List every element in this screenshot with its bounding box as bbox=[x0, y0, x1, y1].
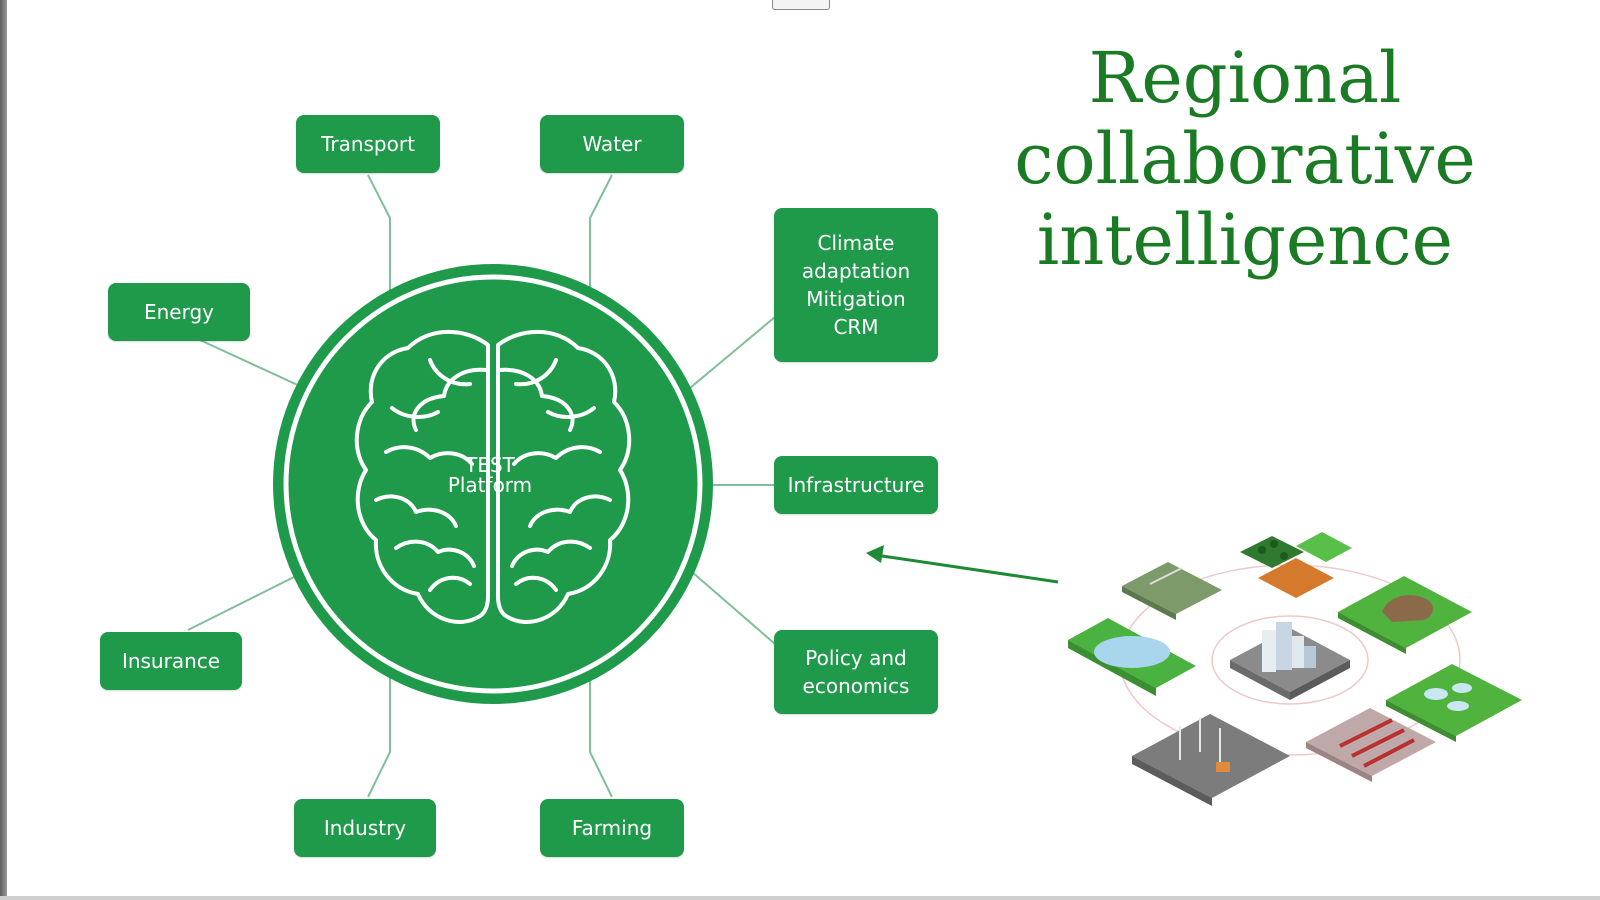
connector-transport bbox=[367, 174, 391, 300]
connector-energy bbox=[199, 339, 303, 388]
arrow-shaft bbox=[881, 554, 1059, 584]
arrow bbox=[866, 545, 1059, 584]
connector-insurance bbox=[187, 575, 297, 631]
tile-orchard bbox=[1240, 536, 1304, 568]
connector-industry bbox=[367, 668, 391, 798]
title-line1: Regional bbox=[1088, 37, 1402, 119]
node-policy: Policy and economics bbox=[774, 630, 938, 714]
tile-crop-field bbox=[1258, 532, 1352, 598]
connector-water bbox=[589, 174, 613, 300]
connector-farming bbox=[589, 668, 613, 798]
window-left-edge bbox=[0, 0, 7, 900]
node-water: Water bbox=[540, 115, 684, 173]
page-title: Regional collaborative intelligence bbox=[1000, 38, 1490, 281]
regional-landscape-illustration bbox=[1068, 532, 1522, 806]
tile-power-lines bbox=[1122, 562, 1222, 620]
node-insurance: Insurance bbox=[100, 632, 242, 690]
node-energy: Energy bbox=[108, 283, 250, 341]
tile-rock bbox=[1338, 576, 1472, 654]
arrow-head bbox=[866, 545, 884, 563]
node-climate: Climate adaptation Mitigation CRM bbox=[774, 208, 938, 362]
tile-solar-farm bbox=[1306, 708, 1436, 782]
node-infrastructure: Infrastructure bbox=[774, 456, 938, 514]
node-farming: Farming bbox=[540, 799, 684, 857]
title-line2: collaborative bbox=[1014, 118, 1476, 200]
window-bottom-edge bbox=[0, 896, 1600, 900]
node-industry: Industry bbox=[294, 799, 436, 857]
window-top-handle[interactable] bbox=[772, 0, 830, 10]
tile-ponds bbox=[1386, 664, 1522, 742]
tile-wind-farm bbox=[1132, 714, 1290, 806]
title-line3: intelligence bbox=[1036, 199, 1454, 281]
tile-city bbox=[1230, 622, 1350, 700]
center-circle-ring bbox=[283, 274, 703, 694]
brain-icon bbox=[354, 329, 632, 624]
connector-policy bbox=[691, 571, 776, 645]
tile-lake bbox=[1068, 618, 1196, 696]
connectors bbox=[187, 174, 776, 798]
center-label-line2: Platform bbox=[447, 473, 533, 497]
center-label-line1: TEST bbox=[465, 453, 515, 477]
center-circle bbox=[273, 264, 713, 704]
center-label: TEST Platform bbox=[420, 455, 560, 495]
connector-climate bbox=[689, 316, 776, 389]
node-transport: Transport bbox=[296, 115, 440, 173]
